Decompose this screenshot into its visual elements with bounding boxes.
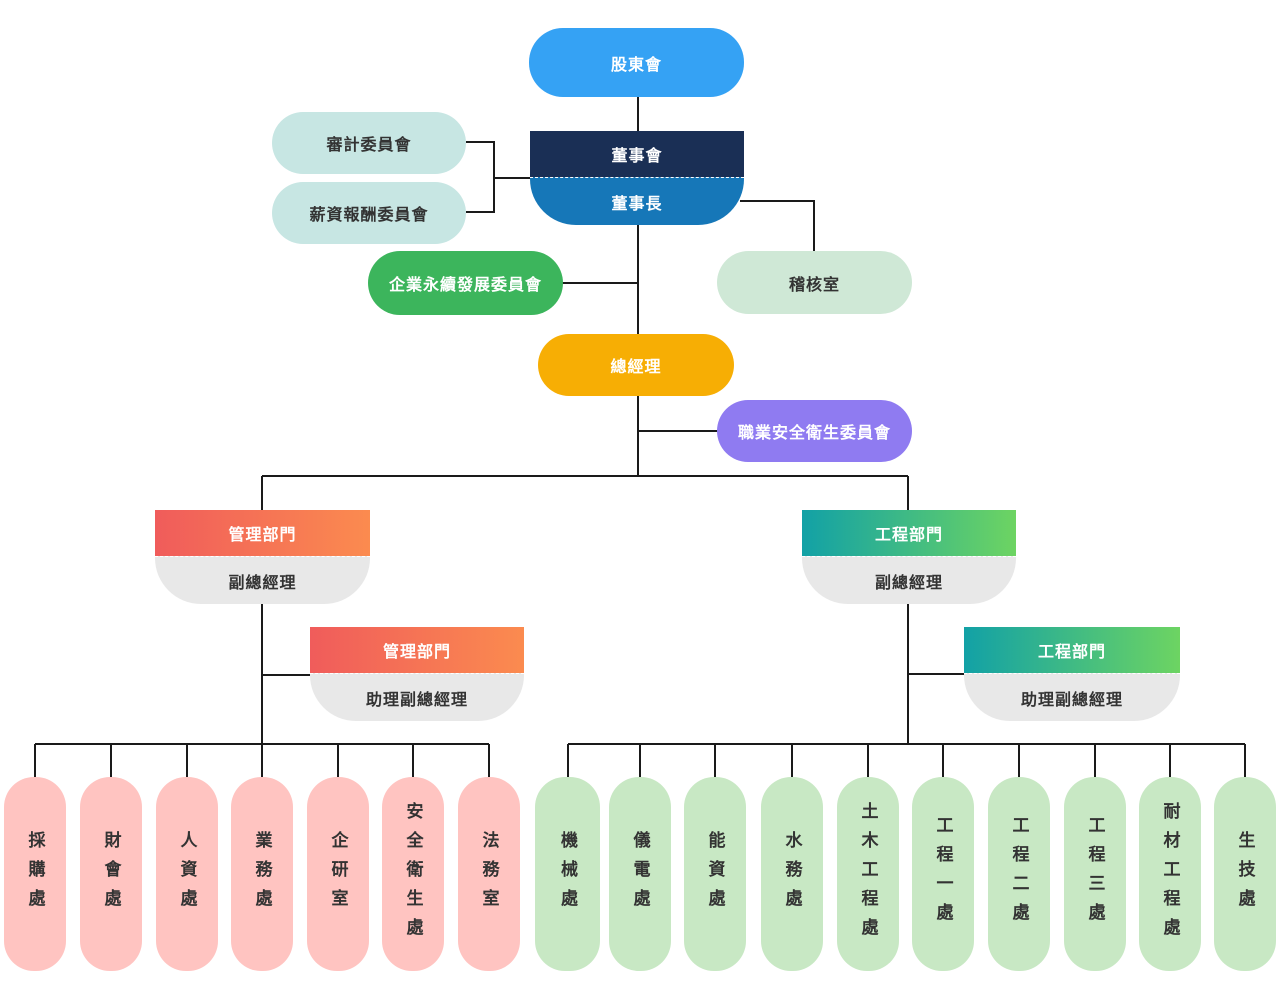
unit-legal: 法務室	[458, 777, 520, 971]
unit-research: 企研室	[307, 777, 369, 971]
unit-mechanical: 機械處	[535, 777, 600, 971]
engineering-assistant-vp-node: 工程部門 助理副總經理	[964, 627, 1180, 721]
engineering-assistant-dept-label: 工程部門	[964, 627, 1180, 673]
unit-business: 業務處	[231, 777, 293, 971]
chairman-label: 董事長	[530, 177, 744, 225]
management-assistant-vp-label: 助理副總經理	[310, 673, 524, 721]
sustainability-committee-node: 企業永續發展委員會	[368, 251, 563, 315]
management-vp-label: 副總經理	[155, 556, 370, 604]
shareholders-node: 股東會	[529, 28, 744, 97]
unit-engineering-2: 工程二處	[988, 777, 1050, 971]
audit-office-node: 稽核室	[717, 251, 912, 314]
unit-refractory: 耐材工程處	[1139, 777, 1201, 971]
unit-biotech: 生技處	[1214, 777, 1276, 971]
unit-hr: 人資處	[156, 777, 218, 971]
unit-engineering-3: 工程三處	[1064, 777, 1126, 971]
unit-finance: 財會處	[80, 777, 142, 971]
engineering-dept-label: 工程部門	[802, 510, 1016, 556]
board-chairman-node: 董事會 董事長	[530, 131, 744, 225]
unit-instrument-electric: 儀電處	[609, 777, 671, 971]
board-label: 董事會	[530, 131, 744, 177]
engineering-vp-label: 副總經理	[802, 556, 1016, 604]
engineering-assistant-vp-label: 助理副總經理	[964, 673, 1180, 721]
safety-committee-node: 職業安全衛生委員會	[717, 400, 912, 462]
audit-committee-node: 審計委員會	[272, 112, 466, 174]
unit-engineering-1: 工程一處	[912, 777, 974, 971]
management-dept-label: 管理部門	[155, 510, 370, 556]
compensation-committee-node: 薪資報酬委員會	[272, 182, 466, 244]
general-manager-node: 總經理	[538, 334, 734, 396]
unit-water: 水務處	[761, 777, 823, 971]
unit-energy-resource: 能資處	[684, 777, 746, 971]
unit-procurement: 採購處	[4, 777, 66, 971]
management-vp-node: 管理部門 副總經理	[155, 510, 370, 604]
unit-civil: 土木工程處	[837, 777, 899, 971]
management-assistant-dept-label: 管理部門	[310, 627, 524, 673]
engineering-vp-node: 工程部門 副總經理	[802, 510, 1016, 604]
unit-safety: 安全衛生處	[382, 777, 444, 971]
management-assistant-vp-node: 管理部門 助理副總經理	[310, 627, 524, 721]
